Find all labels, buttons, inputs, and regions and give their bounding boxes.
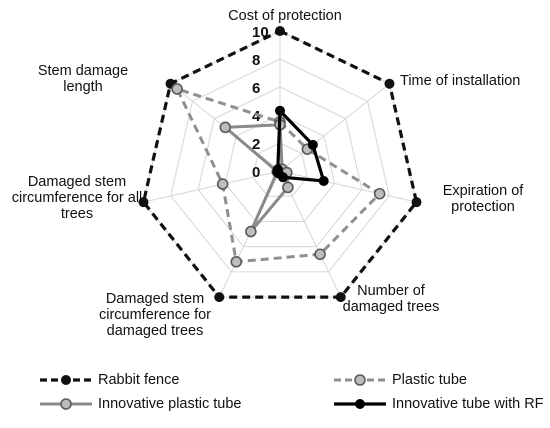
axis-label-line: Damaged stem <box>105 291 205 307</box>
axis-label-line: Time of installation <box>400 73 521 89</box>
data-point <box>138 197 149 208</box>
legend-swatch <box>334 399 386 409</box>
data-point <box>272 164 283 175</box>
legend-label: Rabbit fence <box>98 372 180 388</box>
axis-label-line: circumference for <box>98 307 211 323</box>
axis-label-line: Cost of protection <box>228 8 342 24</box>
legend-marker <box>355 399 365 409</box>
data-point <box>335 292 346 303</box>
tick-label: 0 <box>252 164 260 181</box>
data-point <box>318 175 329 186</box>
axis-label-line: Expiration of <box>442 183 524 199</box>
series-line <box>141 29 419 299</box>
data-point <box>230 256 243 268</box>
legend-item-innovative-plastic-tube: Innovative plastic tube <box>38 396 241 412</box>
data-point <box>275 26 285 36</box>
axis-label-line: damaged trees <box>106 323 204 339</box>
series-line <box>175 87 382 264</box>
axis-label-line: Damaged stem <box>27 174 127 190</box>
grid-spoke <box>279 170 417 203</box>
series-rabbit-fence <box>138 26 422 303</box>
data-point <box>411 197 422 208</box>
data-point <box>214 292 225 303</box>
grid-ring <box>224 114 336 222</box>
data-point <box>275 105 285 116</box>
data-point <box>282 181 294 194</box>
tick-label: 6 <box>252 80 260 97</box>
axis-label-time-of-installation: Time of installation <box>400 73 540 89</box>
data-point <box>219 121 232 134</box>
tick-label: 4 <box>252 108 261 125</box>
grid-spoke <box>279 83 390 172</box>
legend-swatch <box>40 398 92 410</box>
data-point <box>314 248 326 261</box>
legend-marker <box>60 398 72 410</box>
legend-swatch <box>40 375 92 385</box>
axis-label-line: protection <box>451 199 515 215</box>
data-point <box>216 178 229 190</box>
legend-item-plastic-tube: Plastic tube <box>332 372 467 388</box>
axis-label-line: Stem damage <box>37 63 129 79</box>
legend-item-innovative-tube-with-rf: Innovative tube with RF <box>332 396 544 412</box>
legend-marker <box>354 374 366 386</box>
axis-label-line: length <box>63 79 103 95</box>
legend-label: Innovative tube with RF <box>392 396 544 412</box>
grid-spoke <box>143 170 281 203</box>
legend-item-rabbit-fence: Rabbit fence <box>38 372 179 388</box>
legend-label: Plastic tube <box>392 372 467 388</box>
data-point <box>245 225 257 238</box>
legend-swatch <box>334 374 386 386</box>
data-point <box>373 187 386 200</box>
data-point <box>171 83 183 95</box>
grid-ring <box>170 58 390 273</box>
axis-label-line: circumference for all <box>11 190 143 206</box>
data-point <box>307 139 318 150</box>
series-innovative-tube-with-rf <box>272 105 329 186</box>
axis-label-line: damaged trees <box>342 299 440 315</box>
tick-label: 2 <box>252 136 260 153</box>
legend-label: Innovative plastic tube <box>98 396 242 412</box>
tick-label: 8 <box>252 52 260 69</box>
axis-label-cost-of-protection: Cost of protection <box>215 8 355 24</box>
data-point <box>384 78 395 89</box>
axis-label-line: Number of <box>357 283 425 299</box>
axis-label-line: trees <box>60 206 94 222</box>
grid-ring <box>197 86 363 248</box>
legend-marker <box>61 375 71 385</box>
